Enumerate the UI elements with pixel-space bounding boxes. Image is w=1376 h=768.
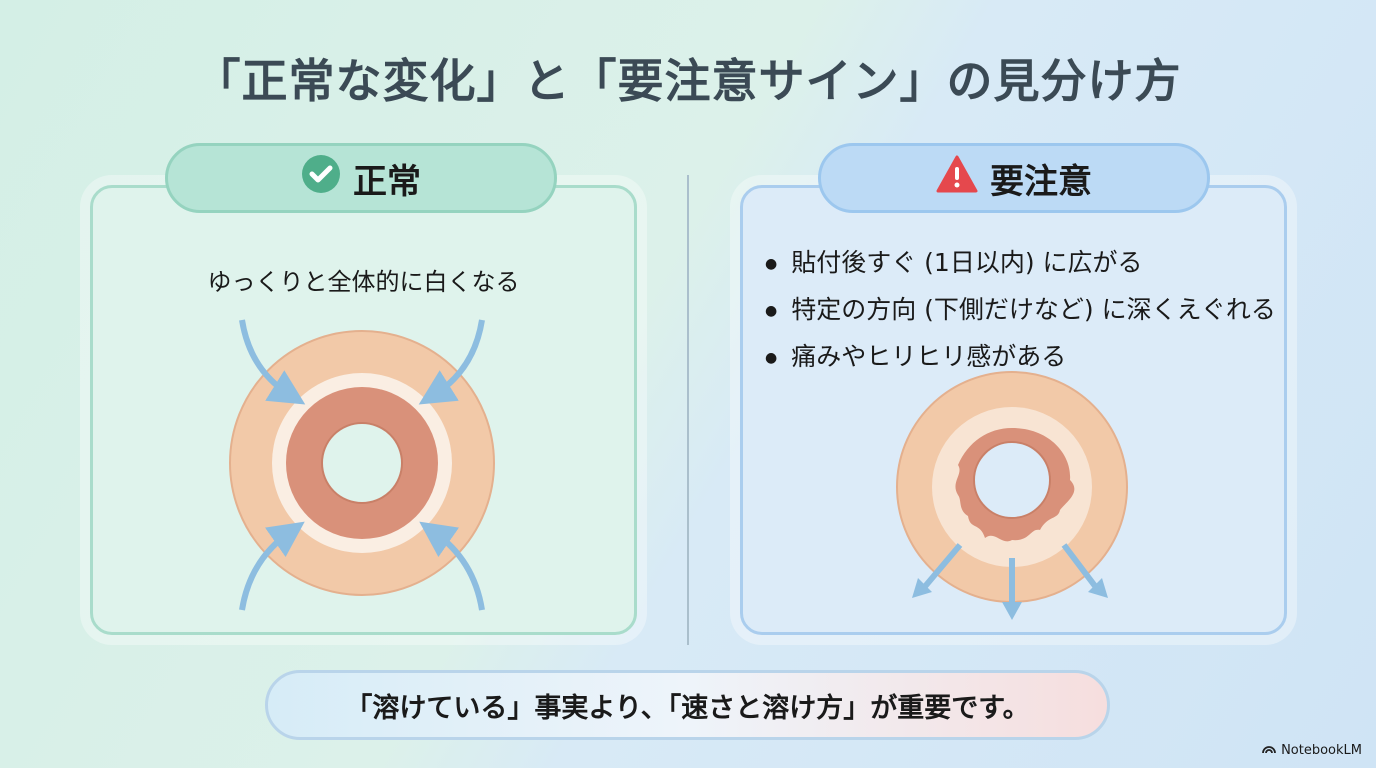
warning-triangle-icon bbox=[936, 155, 978, 202]
divider bbox=[687, 175, 689, 645]
check-circle-icon bbox=[301, 154, 341, 203]
brand-name: NotebookLM bbox=[1281, 743, 1362, 758]
notebooklm-logo-icon bbox=[1262, 743, 1276, 758]
brand-watermark: NotebookLM bbox=[1262, 743, 1362, 758]
caution-header: 要注意 bbox=[818, 143, 1210, 213]
caution-label: 要注意 bbox=[990, 161, 1092, 202]
caution-stoma-illustration bbox=[896, 371, 1128, 620]
normal-stoma-illustration bbox=[229, 319, 495, 611]
list-item: 痛みやヒリヒリ感がある bbox=[765, 334, 1276, 381]
page-title: 「正常な変化」と「要注意サイン」の見分け方 bbox=[194, 54, 1182, 108]
normal-header: 正常 bbox=[165, 143, 557, 213]
list-item: 貼付後すぐ (1日以内) に広がる bbox=[765, 240, 1276, 287]
caution-list: 貼付後すぐ (1日以内) に広がる 特定の方向 (下側だけなど) に深くえぐれる… bbox=[765, 240, 1276, 381]
normal-description: ゆっくりと全体的に白くなる bbox=[207, 268, 520, 296]
normal-label: 正常 bbox=[353, 161, 421, 202]
key-message-banner: 「溶けている」事実より、「速さと溶け方」が重要です。 bbox=[265, 670, 1110, 740]
list-item: 特定の方向 (下側だけなど) に深くえぐれる bbox=[765, 287, 1276, 334]
